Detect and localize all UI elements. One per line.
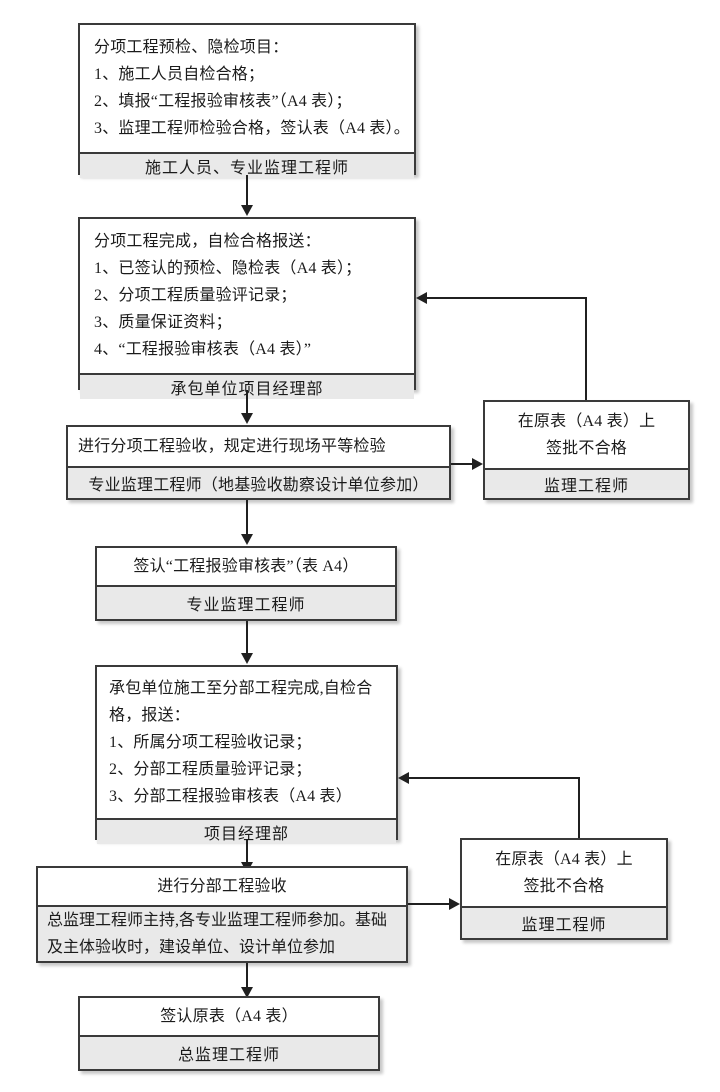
edge-n5-n6-line (246, 840, 248, 866)
node-line: 1、施工人员自检合格； (94, 66, 265, 83)
node-role-bar: 总监理工程师 (80, 1035, 378, 1069)
node-body: 分项工程完成，自检合格报送： 1、已签认的预检、隐检表（A4 表）； 2、分项工… (80, 219, 414, 373)
node-line: 3、分部工程报验审核表（A4 表） (109, 788, 352, 805)
node-line: 分项工程预检、隐检项目： (94, 39, 289, 56)
edge-n6-n7-arrowhead (241, 987, 253, 998)
node-reject-stamp-upper[interactable]: 在原表（A4 表）上 签批不合格 监理工程师 (483, 400, 690, 500)
node-line: 3、监理工程师检验合格，签认表（A4 表）。 (94, 120, 410, 137)
node-role-bar: 专业监理工程师（地基验收勘察设计单位参加） (68, 466, 449, 498)
node-line: 1、所属分项工程验收记录； (109, 734, 312, 751)
node-division-acceptance[interactable]: 进行分部工程验收 总监理工程师主持,各专业监理工程师参加。基础及主体验收时，建设… (36, 866, 408, 963)
node-role-label: 项目经理部 (203, 826, 289, 843)
node-line: 2、分项工程质量验评记录； (94, 287, 297, 304)
edge-n3-n4-arrowhead (241, 534, 253, 545)
node-body: 在原表（A4 表）上 签批不合格 (485, 402, 688, 468)
node-body: 签认“工程报验审核表”（表 A4） (97, 548, 395, 585)
node-line: 签批不合格 (523, 878, 605, 895)
node-role-bar: 施工人员、专业监理工程师 (80, 152, 414, 178)
node-role-bar: 专业监理工程师 (97, 585, 395, 619)
node-line: 1、已签认的预检、隐检表（A4 表）； (94, 260, 362, 277)
node-role-bar: 项目经理部 (97, 818, 396, 844)
node-role-label: 专业监理工程师（地基验收勘察设计单位参加） (88, 477, 429, 494)
node-sign-inspection-form[interactable]: 签认“工程报验审核表”（表 A4） 专业监理工程师 (95, 546, 397, 621)
node-line: 分项工程完成，自检合格报送： (94, 233, 321, 250)
edge-n3-n4-line (246, 500, 248, 536)
edge-n3-r1-hline (451, 463, 473, 465)
node-role-label: 监理工程师 (543, 478, 629, 495)
node-role-bar: 总监理工程师主持,各专业监理工程师参加。基础及主体验收时，建设单位、设计单位参加 (38, 905, 406, 961)
edge-r2-n5-hline (408, 777, 580, 779)
node-role-label: 承包单位项目经理部 (170, 375, 323, 399)
node-role-bar: 承包单位项目经理部 (80, 373, 414, 399)
edge-n6-r2-hline (408, 903, 450, 905)
node-line: 进行分项工程验收，规定进行现场平等检验 (78, 438, 386, 455)
node-role-bar: 监理工程师 (485, 468, 688, 498)
node-role-bar: 监理工程师 (462, 906, 666, 938)
node-role-label: 施工人员、专业监理工程师 (144, 160, 349, 177)
edge-r1-n2-hline (426, 297, 587, 299)
node-role-label: 总监理工程师主持,各专业监理工程师参加。基础及主体验收时，建设单位、设计单位参加 (47, 912, 388, 956)
edge-n1-n2-line (246, 175, 248, 207)
node-body: 进行分部工程验收 (38, 868, 406, 905)
edge-n2-n3-line (246, 390, 248, 415)
edge-r2-n5-arrowhead (398, 772, 409, 784)
edge-r2-n5-vline (578, 777, 580, 838)
edge-r1-n2-vline (585, 297, 587, 400)
node-line: 签认原表（A4 表） (160, 1008, 298, 1025)
node-line: 在原表（A4 表）上 (517, 413, 656, 430)
node-subitem-complete-submit[interactable]: 分项工程完成，自检合格报送： 1、已签认的预检、隐检表（A4 表）； 2、分项工… (78, 217, 416, 399)
node-body: 在原表（A4 表）上 签批不合格 (462, 840, 666, 906)
node-line: 2、填报“工程报验审核表”（A4 表）； (94, 93, 352, 110)
node-line: 在原表（A4 表）上 (495, 851, 633, 868)
node-body: 签认原表（A4 表） (80, 998, 378, 1035)
edge-n1-n2-arrowhead (241, 205, 253, 216)
node-line: 3、质量保证资料； (94, 314, 232, 331)
node-line: 格，报送： (109, 707, 191, 724)
node-line: 签认“工程报验审核表”（表 A4） (133, 558, 359, 575)
edge-n6-n7-line (246, 963, 248, 990)
edge-r1-n2-arrowhead (416, 292, 427, 304)
node-subitem-acceptance[interactable]: 进行分项工程验收，规定进行现场平等检验 专业监理工程师（地基验收勘察设计单位参加… (66, 425, 451, 500)
node-role-label: 专业监理工程师 (186, 597, 306, 614)
node-role-label: 监理工程师 (521, 917, 607, 934)
node-body: 承包单位施工至分部工程完成,自检合 格，报送： 1、所属分项工程验收记录； 2、… (97, 667, 396, 818)
node-line: 2、分部工程质量验评记录； (109, 761, 312, 778)
node-line: 承包单位施工至分部工程完成,自检合 (109, 680, 373, 697)
edge-n4-n5-line (246, 621, 248, 656)
node-line: 进行分部工程验收 (157, 878, 287, 895)
node-body: 分项工程预检、隐检项目： 1、施工人员自检合格； 2、填报“工程报验审核表”（A… (80, 25, 414, 152)
node-sign-original-form[interactable]: 签认原表（A4 表） 总监理工程师 (78, 996, 380, 1071)
node-line: 4、“工程报验审核表（A4 表）” (94, 341, 312, 358)
node-role-label: 总监理工程师 (177, 1047, 280, 1064)
edge-n2-n3-arrowhead (241, 413, 253, 424)
node-reject-stamp-lower[interactable]: 在原表（A4 表）上 签批不合格 监理工程师 (460, 838, 668, 940)
edge-n6-r2-arrowhead (449, 898, 460, 910)
node-line: 签批不合格 (545, 440, 627, 457)
edge-n3-r1-arrowhead (472, 458, 483, 470)
node-body: 进行分项工程验收，规定进行现场平等检验 (68, 427, 449, 466)
node-subitem-pre-inspection[interactable]: 分项工程预检、隐检项目： 1、施工人员自检合格； 2、填报“工程报验审核表”（A… (78, 23, 416, 178)
node-division-complete-submit[interactable]: 承包单位施工至分部工程完成,自检合 格，报送： 1、所属分项工程验收记录； 2、… (95, 665, 398, 844)
edge-n4-n5-arrowhead (241, 653, 253, 664)
